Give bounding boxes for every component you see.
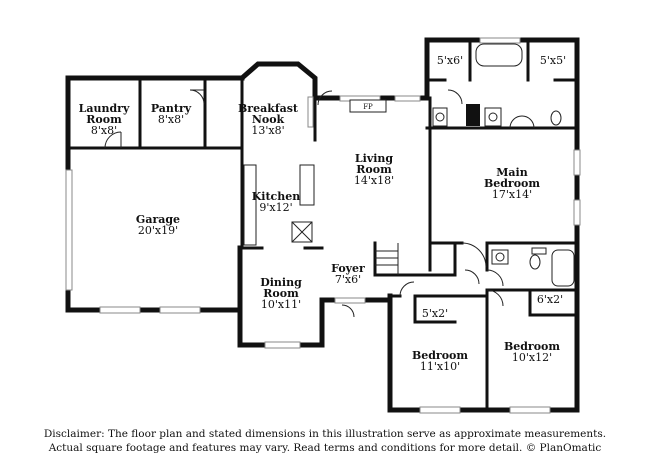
laundry-name-1: Laundry xyxy=(79,102,130,115)
doors-and-fixtures: FP xyxy=(104,43,575,318)
breakfast-name-2: Nook xyxy=(252,113,285,126)
main-bedroom-name-2: Bedroom xyxy=(484,177,540,190)
garage-dims: 20'x19' xyxy=(138,224,178,237)
living-name-1: Living xyxy=(355,152,393,165)
closet-c-dims: 5'x2' xyxy=(422,307,448,320)
main-bedroom-dims: 17'x14' xyxy=(492,188,532,201)
pantry-dims: 8'x8' xyxy=(158,113,184,126)
living-dims: 14'x18' xyxy=(354,174,394,187)
dining-dims: 10'x11' xyxy=(261,298,301,311)
foyer-name: Foyer xyxy=(331,262,365,275)
dining-name-1: Dining xyxy=(260,276,302,289)
closet-d-dims: 6'x2' xyxy=(537,293,563,306)
disclaimer-line-2: Actual square footage and features may v… xyxy=(48,442,602,454)
bedroom-right-dims: 10'x12' xyxy=(512,351,552,364)
windows xyxy=(65,37,581,414)
dining-name-2: Room xyxy=(263,287,299,300)
breakfast-dims: 13'x8' xyxy=(251,124,284,137)
kitchen-dims: 9'x12' xyxy=(259,201,292,214)
fireplace xyxy=(349,99,387,113)
main-bedroom-name-1: Main xyxy=(496,166,527,179)
bedroom-right-name: Bedroom xyxy=(504,340,560,353)
foyer-dims: 7'x6' xyxy=(335,273,361,286)
closet-b-dims: 5'x5' xyxy=(540,54,566,67)
room-labels: Laundry Room 8'x8' Pantry 8'x8' Breakfas… xyxy=(79,54,567,373)
laundry-dims: 8'x8' xyxy=(91,124,117,137)
bedroom-left-dims: 11'x10' xyxy=(420,360,460,373)
bedroom-left-name: Bedroom xyxy=(412,349,468,362)
disclaimer-line-1: Disclaimer: The floor plan and stated di… xyxy=(44,428,606,440)
fireplace-label: FP xyxy=(363,103,373,111)
pantry-name: Pantry xyxy=(151,102,192,115)
closet-a-dims: 5'x6' xyxy=(437,54,463,67)
living-name-2: Room xyxy=(356,163,392,176)
interior-walls xyxy=(66,38,579,412)
laundry-name-2: Room xyxy=(86,113,122,126)
garage-name: Garage xyxy=(136,213,180,226)
kitchen-name: Kitchen xyxy=(252,190,301,203)
breakfast-name-1: Breakfast xyxy=(238,102,299,115)
disclaimer: Disclaimer: The floor plan and stated di… xyxy=(44,428,606,454)
